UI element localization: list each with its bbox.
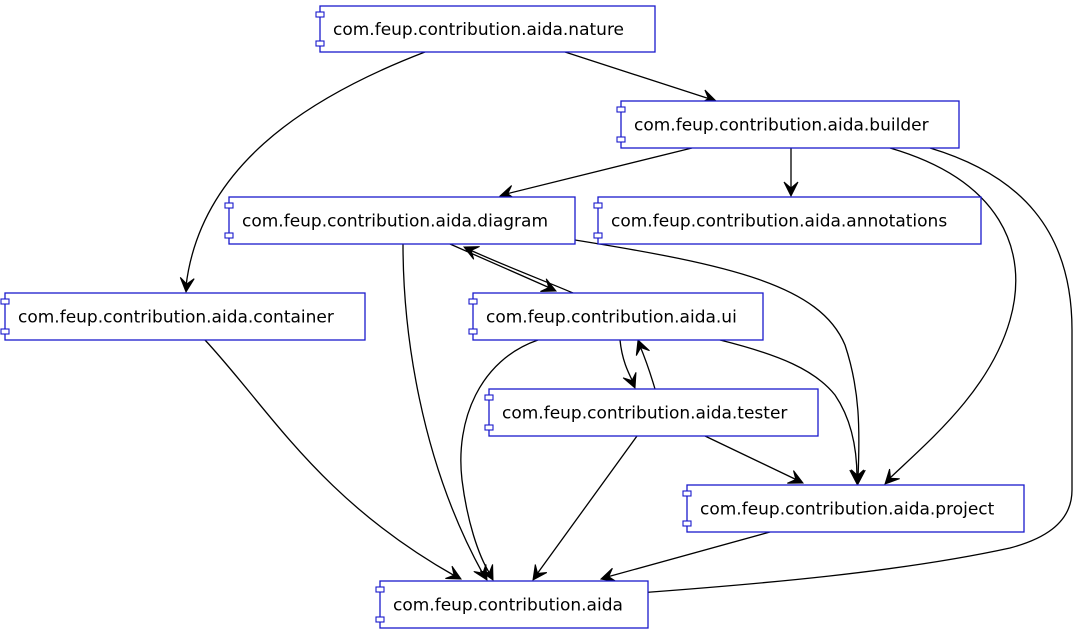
arrowhead [532, 564, 548, 581]
edge-line [704, 435, 798, 481]
node-annotations[interactable]: com.feup.contribution.aida.annotations [593, 196, 982, 245]
arrowhead [884, 468, 900, 485]
edge-line [639, 345, 656, 390]
edge-line [185, 51, 426, 287]
edge-line [402, 243, 484, 575]
component-icon [468, 298, 478, 305]
component-icon [593, 232, 603, 239]
edge-line [889, 147, 1017, 479]
node-label: com.feup.contribution.aida.tester [502, 404, 787, 424]
edge-nature-to-builder [564, 51, 718, 104]
node-label: com.feup.contribution.aida.container [18, 308, 334, 328]
arrowhead [787, 470, 805, 484]
component-icon [616, 106, 626, 113]
edge-line [619, 339, 634, 383]
edge-builder-to-diagram [498, 147, 693, 200]
component-icon [315, 40, 325, 47]
node-box [228, 196, 576, 245]
edge-line [505, 147, 693, 195]
component-icon [616, 136, 626, 143]
edge-nature-to-container [179, 51, 426, 294]
node-label: com.feup.contribution.aida.builder [634, 116, 929, 136]
arrowhead [783, 181, 799, 198]
arrowhead [462, 246, 480, 260]
edge-container-to-aida [204, 339, 462, 580]
edge-line [536, 435, 638, 575]
component-icon [315, 11, 325, 18]
edge-line [564, 51, 711, 100]
node-container[interactable]: com.feup.contribution.aida.container [0, 292, 366, 341]
edge-diagram-to-ui [449, 243, 558, 292]
edge-line [719, 339, 858, 479]
node-project[interactable]: com.feup.contribution.aida.project [682, 484, 1025, 533]
edge-tester-to-aida [532, 435, 638, 581]
edge-line [606, 531, 771, 578]
edge-line [469, 249, 574, 294]
node-box [472, 292, 764, 341]
arrowhead [479, 564, 494, 581]
edge-ui-to-project [719, 339, 865, 486]
component-icon [375, 616, 385, 623]
arrowhead [849, 469, 865, 486]
component-icon [0, 298, 10, 305]
edge-tester-to-project [704, 435, 805, 484]
node-tester[interactable]: com.feup.contribution.aida.tester [484, 388, 819, 437]
node-builder[interactable]: com.feup.contribution.aida.builder [616, 100, 960, 149]
arrowhead [635, 338, 650, 356]
arrowhead [622, 372, 637, 390]
node-label: com.feup.contribution.aida [393, 596, 623, 616]
node-box [488, 388, 819, 437]
edge-line [574, 239, 860, 479]
node-aida[interactable]: com.feup.contribution.aida [375, 580, 649, 629]
edge-tester-to-ui [635, 338, 656, 390]
edge-project-to-aida [599, 531, 771, 583]
edge-line [460, 339, 539, 575]
node-nature[interactable]: com.feup.contribution.aida.nature [315, 5, 656, 53]
component-icon [484, 424, 494, 431]
node-ui[interactable]: com.feup.contribution.aida.ui [468, 292, 764, 341]
component-icon [0, 328, 10, 335]
component-icon [224, 232, 234, 239]
edge-ui-to-aida [460, 339, 539, 581]
component-icon [484, 394, 494, 401]
node-diagram[interactable]: com.feup.contribution.aida.diagram [224, 196, 576, 245]
edge-ui-to-tester [619, 339, 637, 390]
node-box [620, 100, 960, 149]
edge-builder-to-annotations [783, 148, 799, 198]
component-icon [682, 520, 692, 527]
edge-builder-to-project [884, 147, 1017, 485]
node-box [597, 196, 982, 245]
arrowhead [179, 277, 195, 294]
arrowhead [445, 565, 462, 580]
node-label: com.feup.contribution.aida.ui [486, 308, 737, 328]
edge-line [449, 243, 551, 289]
edge-line [204, 339, 456, 577]
edge-line [637, 147, 1073, 594]
nodes-layer: com.feup.contribution.aida.nature com.feu… [0, 5, 1025, 629]
edge-diagram-to-project [574, 239, 866, 486]
edges-layer [179, 51, 1073, 600]
component-icon [593, 202, 603, 209]
component-icon [682, 490, 692, 497]
node-box [379, 580, 649, 629]
component-icon [224, 202, 234, 209]
node-box [319, 5, 656, 53]
node-box [4, 292, 366, 341]
node-label: com.feup.contribution.aida.project [700, 500, 995, 520]
edge-ui-to-diagram [462, 246, 574, 294]
component-icon [468, 328, 478, 335]
node-label: com.feup.contribution.aida.annotations [611, 212, 947, 232]
node-label: com.feup.contribution.aida.diagram [242, 212, 548, 232]
node-label: com.feup.contribution.aida.nature [333, 20, 624, 40]
component-icon [375, 586, 385, 593]
node-box [686, 484, 1025, 533]
